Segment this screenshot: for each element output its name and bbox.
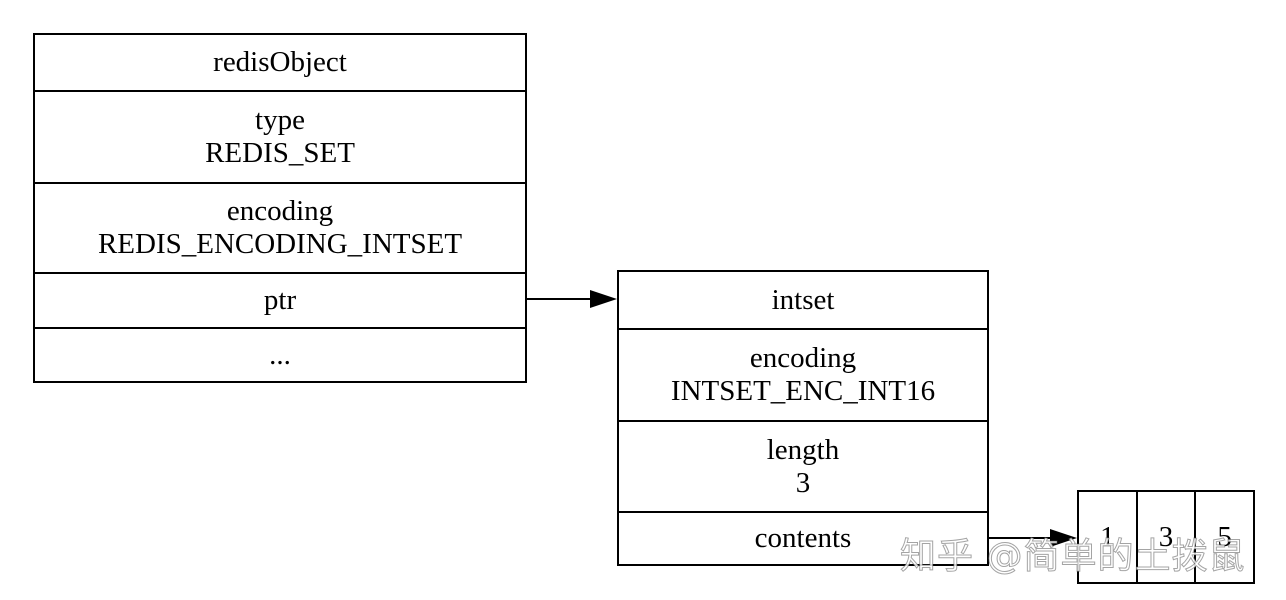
intset-encoding-label: encoding <box>749 342 857 374</box>
intset-length-label: length <box>766 433 840 466</box>
contents-cell: 1 <box>1100 520 1115 553</box>
ptr-to-intset-arrow <box>527 290 617 308</box>
contents-cell: 3 <box>1135 492 1195 582</box>
intset-record: intset encoding INTSET_ENC_INT16 length … <box>617 270 989 566</box>
encoding-value: REDIS_ENCODING_INTSET <box>97 228 463 260</box>
intset-length-value: 3 <box>795 466 811 499</box>
intset-length-field: length 3 <box>619 420 987 511</box>
redis-object-type-field: type REDIS_SET <box>35 90 525 182</box>
type-label: type <box>255 104 305 136</box>
contents-cell: 5 <box>1194 492 1253 582</box>
encoding-label: encoding <box>226 195 334 227</box>
intset-contents-label: contents <box>754 522 852 554</box>
intset-contents-field: contents <box>619 511 987 564</box>
intset-title-field: intset <box>619 272 987 328</box>
type-value: REDIS_SET <box>205 137 355 169</box>
intset-title: intset <box>771 283 835 316</box>
intset-encoding-value: INTSET_ENC_INT16 <box>670 375 936 407</box>
redis-object-ptr-field: ptr <box>35 272 525 327</box>
redis-object-ellipsis-field: ... <box>35 327 525 381</box>
redis-object-encoding-field: encoding REDIS_ENCODING_INTSET <box>35 182 525 272</box>
redis-object-record: redisObject type REDIS_SET encoding REDI… <box>33 33 527 383</box>
intset-encoding-field: encoding INTSET_ENC_INT16 <box>619 328 987 420</box>
watermark: 知乎 @简单的土拨鼠 <box>899 536 1246 578</box>
contents-array: 1 3 5 <box>1077 490 1255 584</box>
ellipsis-label: ... <box>269 338 291 371</box>
ptr-label: ptr <box>263 284 297 316</box>
redis-object-title: redisObject <box>213 46 347 78</box>
redis-object-title-field: redisObject <box>35 35 525 90</box>
